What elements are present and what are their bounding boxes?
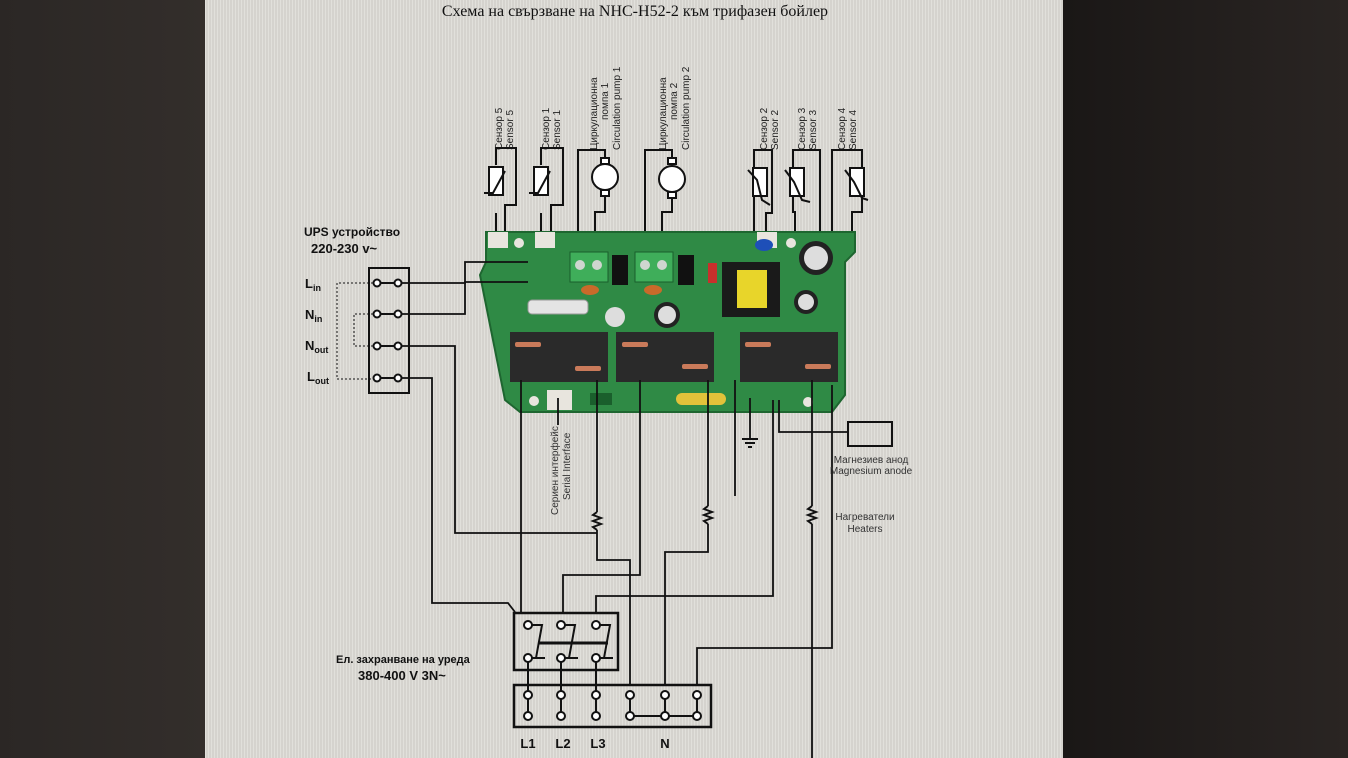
label-pump1: Циркулационна помпа 1 Circulation pump 1: [589, 66, 623, 150]
svg-text:Сензор 1: Сензор 1: [541, 107, 552, 150]
supply-block: Ел. захранване на уреда 380-400 V 3N~ L1…: [336, 611, 713, 751]
svg-text:Serial Interface: Serial Interface: [562, 432, 573, 500]
three-pole-breaker: [512, 611, 620, 672]
svg-text:Сензор 3: Сензор 3: [797, 107, 808, 150]
svg-text:Сензор 2: Сензор 2: [759, 107, 770, 150]
svg-text:Циркулационна: Циркулационна: [589, 77, 600, 150]
heater-resistor-icon-1: [590, 511, 604, 531]
svg-text:Circulation pump 1: Circulation pump 1: [612, 66, 623, 150]
ups-terminal-nin: Nin: [305, 307, 322, 324]
ground-icon: [742, 438, 758, 448]
svg-text:Sensor 2: Sensor 2: [770, 110, 781, 150]
heaters-label-bg: Нагреватели: [835, 512, 894, 523]
label-sensor1: Сензор 1 Sensor 1: [541, 107, 563, 150]
thermistor-icon-sensor3: [784, 149, 821, 240]
ups-title: UPS устройство: [304, 225, 400, 239]
label-pump2: Циркулационна помпа 2 Circulation pump 2: [658, 66, 692, 150]
monitor-bezel-right: [1063, 0, 1348, 758]
label-sensor4: Сензор 4 Sensor 4: [837, 107, 859, 150]
svg-text:Circulation pump 2: Circulation pump 2: [681, 66, 692, 150]
relay-2: [616, 332, 714, 382]
main-terminal-block: [512, 683, 713, 729]
terminal-label-l3: L3: [590, 736, 605, 751]
svg-text:Sensor 1: Sensor 1: [552, 110, 563, 150]
svg-text:Sensor 4: Sensor 4: [848, 110, 859, 150]
anode-label-en: Magnesium anode: [830, 466, 913, 477]
svg-text:помпа 1: помпа 1: [600, 82, 611, 120]
ups-terminal-strip: [368, 267, 410, 394]
label-sensor3: Сензор 3 Sensor 3: [797, 107, 819, 150]
heater-resistor-icon-3: [805, 505, 819, 525]
serial-interface-label: Сериен интерфейс Serial Interface: [549, 426, 573, 515]
svg-text:Сензор 5: Сензор 5: [494, 107, 505, 150]
thermistor-icon-sensor4: [831, 149, 869, 240]
terminal-label-l2: L2: [555, 736, 570, 751]
screen: [205, 0, 1063, 758]
wiring: [402, 261, 848, 758]
supply-voltage: 380-400 V 3N~: [358, 668, 446, 683]
label-sensor2: Сензор 2 Sensor 2: [759, 107, 781, 150]
diagram-title: Схема на свързване на NHC-H52-2 към триф…: [442, 3, 828, 20]
svg-text:помпа 2: помпа 2: [669, 82, 680, 120]
controller-pcb: [478, 231, 856, 413]
supply-title: Ел. захранване на уреда: [336, 654, 471, 666]
heater-resistor-icon-2: [701, 505, 715, 525]
relay-3: [740, 332, 838, 382]
svg-text:Сериен интерфейс: Сериен интерфейс: [549, 426, 561, 515]
thermistor-icon-sensor5: [484, 147, 517, 240]
ups-terminal-lout: Lout: [307, 369, 329, 386]
relay-1: [510, 332, 608, 382]
terminal-label-n: N: [660, 736, 669, 751]
ups-terminal-nout: Nout: [305, 338, 328, 355]
thermistor-icon-sensor2: [747, 149, 773, 240]
label-sensor5: Сензор 5 Sensor 5: [494, 107, 516, 150]
svg-text:Sensor 5: Sensor 5: [505, 110, 516, 150]
monitor-bezel-left: [0, 0, 205, 758]
heaters-label-en: Heaters: [847, 524, 882, 535]
magnesium-anode-icon: [847, 421, 893, 447]
svg-text:Циркулационна: Циркулационна: [658, 77, 669, 150]
anode-label-bg: Магнезиев анод: [834, 455, 909, 466]
thermistor-icon-sensor1: [529, 147, 564, 240]
svg-text:Сензор 4: Сензор 4: [837, 107, 848, 150]
ups-terminal-lin: Lin: [305, 276, 321, 293]
ups-block: UPS устройство 220-230 v~ Lin Nin Nout L…: [304, 225, 410, 394]
svg-text:Sensor 3: Sensor 3: [808, 110, 819, 150]
ups-voltage: 220-230 v~: [311, 241, 378, 256]
terminal-label-l1: L1: [520, 736, 535, 751]
pump-motor-icon-2: [644, 149, 686, 250]
